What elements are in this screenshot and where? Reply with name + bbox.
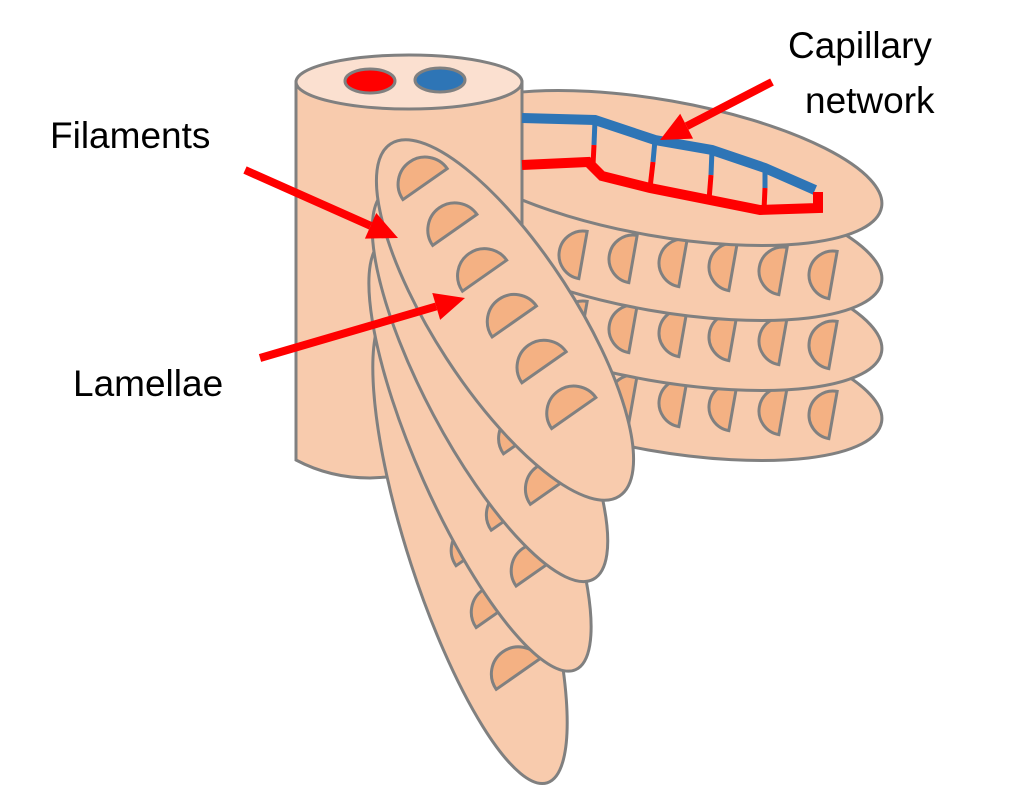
artery-cross-section (343, 67, 397, 95)
lamella (545, 384, 598, 431)
label-capillary: Capillary (788, 25, 932, 66)
label-network: network (805, 80, 935, 121)
vein-cross-section (413, 66, 467, 94)
lamella (557, 229, 589, 281)
lamella (807, 249, 839, 301)
lamella (485, 292, 539, 340)
lamella (757, 245, 789, 297)
lamella (426, 201, 480, 248)
label-filaments: Filaments (50, 115, 210, 156)
lamella (456, 247, 509, 294)
filaments-arrow (243, 166, 398, 239)
lamella (515, 338, 569, 385)
lamella (807, 319, 839, 371)
capillary-arrow (660, 78, 774, 140)
lamellae-arrow (258, 292, 465, 362)
hanging-filaments (367, 138, 636, 786)
capillary-network (521, 113, 823, 216)
lamella (807, 389, 839, 441)
red-vessel (521, 156, 823, 216)
lamella (396, 155, 450, 202)
label-arrows (243, 78, 774, 362)
label-lamellae: Lamellae (73, 363, 223, 404)
gill-arch-top (294, 53, 524, 111)
hanging-filament (374, 138, 636, 502)
lamella (607, 233, 639, 285)
blue-vessel (521, 113, 818, 195)
